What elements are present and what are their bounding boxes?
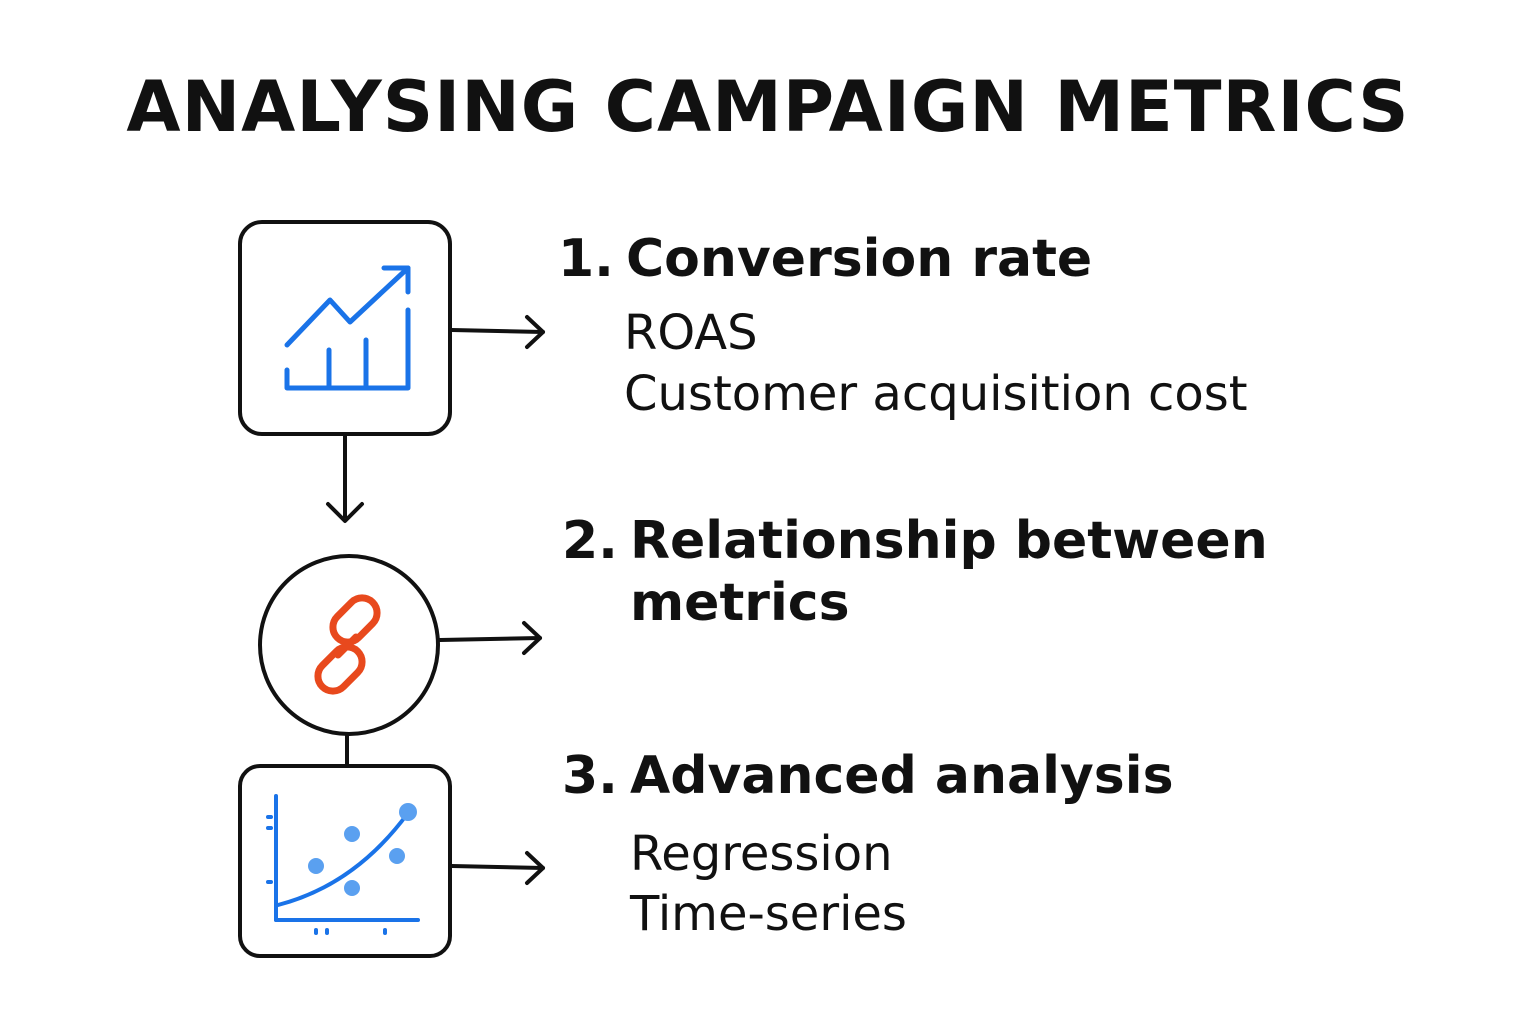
step-2-title: Relationship between — [630, 511, 1268, 571]
step-1-detail: ROAS — [624, 305, 758, 361]
step-3-detail: Time-series — [630, 886, 907, 942]
bar-chart-trend-icon — [284, 265, 411, 391]
step-3-title: Advanced analysis — [630, 746, 1174, 806]
step-2-number: 2. — [562, 511, 618, 571]
step-3-icon-box — [238, 764, 452, 958]
step-1-number: 1. — [558, 229, 614, 289]
step-1-heading: 1.Conversion rate — [558, 228, 1092, 290]
arrow-to-step-2 — [438, 621, 542, 655]
step-3-heading: 3.Advanced analysis — [562, 745, 1174, 807]
arrow-to-step-3 — [450, 851, 545, 885]
arrow-to-step-1 — [450, 315, 545, 349]
step-3-number: 3. — [562, 746, 618, 806]
step-3-detail: Regression — [630, 826, 893, 882]
connector-down-arrowhead — [326, 502, 364, 523]
step-1-icon-box — [238, 220, 452, 436]
step-1-title: Conversion rate — [626, 229, 1093, 289]
step-1-detail: Customer acquisition cost — [624, 366, 1248, 422]
chain-link-icon — [314, 594, 381, 695]
step-2-title-continued: metrics — [630, 573, 850, 634]
page-title: ANALYSING CAMPAIGN METRICS — [126, 66, 1410, 148]
step-2-heading: 2.Relationship between metrics — [562, 510, 1268, 635]
scatter-plot-icon — [266, 794, 420, 935]
